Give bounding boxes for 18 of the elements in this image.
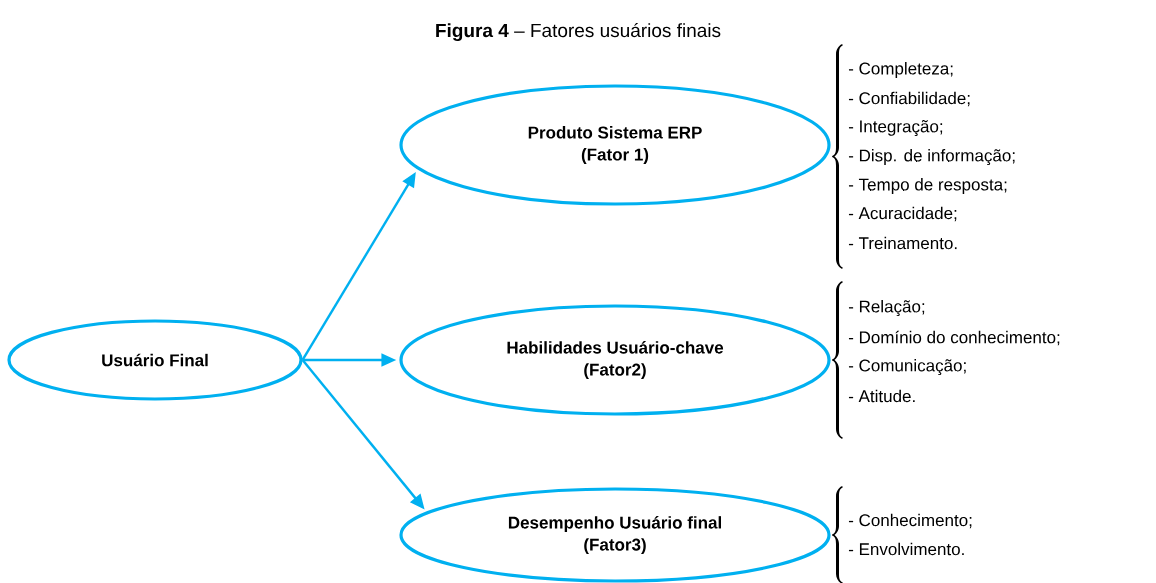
ellipse-node: Habilidades Usuário-chave (Fator2) [399, 304, 831, 416]
list-item: - Relação; [848, 300, 925, 316]
list-item: - Treinamento. [848, 236, 957, 250]
list-item: - Acuracidade; [848, 206, 957, 222]
figure-title: Figura 4 – Fatores usuários finais [436, 23, 721, 41]
list-item: - Integração; [848, 120, 943, 136]
list-item: - Disp. de informação; [848, 149, 1015, 165]
ellipse-node: Usuário Final [7, 319, 303, 401]
list-item: - Comunicação; [848, 359, 966, 375]
list-item: - Envolvimento. [848, 542, 964, 556]
list-item: - Domínio do conhecimento; [848, 330, 1060, 346]
list-item: - Tempo de resposta; [848, 178, 1007, 194]
list-item: - Atitude. [848, 389, 915, 403]
list-item: - Completeza; [848, 62, 953, 78]
list-item: - Conhecimento; [848, 513, 972, 529]
list-item: - Confiabilidade; [848, 91, 970, 107]
ellipse-node: Produto Sistema ERP (Fator 1) [399, 84, 831, 206]
ellipse-node: Desempenho Usuário final (Fator3) [399, 487, 831, 583]
